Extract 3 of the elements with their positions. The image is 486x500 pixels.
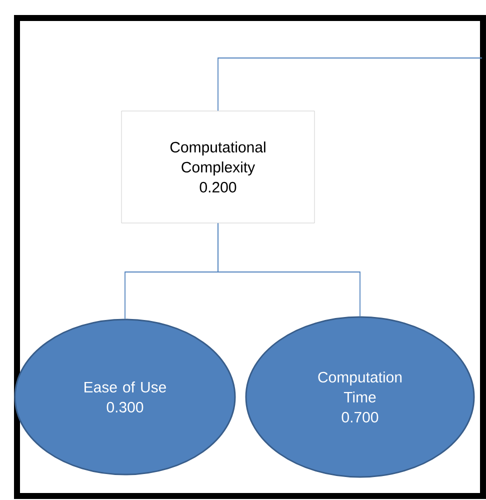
connector-line — [218, 222, 360, 317]
connector-line — [218, 58, 482, 112]
criterion-box: Computational Complexity 0.200 — [121, 110, 315, 224]
